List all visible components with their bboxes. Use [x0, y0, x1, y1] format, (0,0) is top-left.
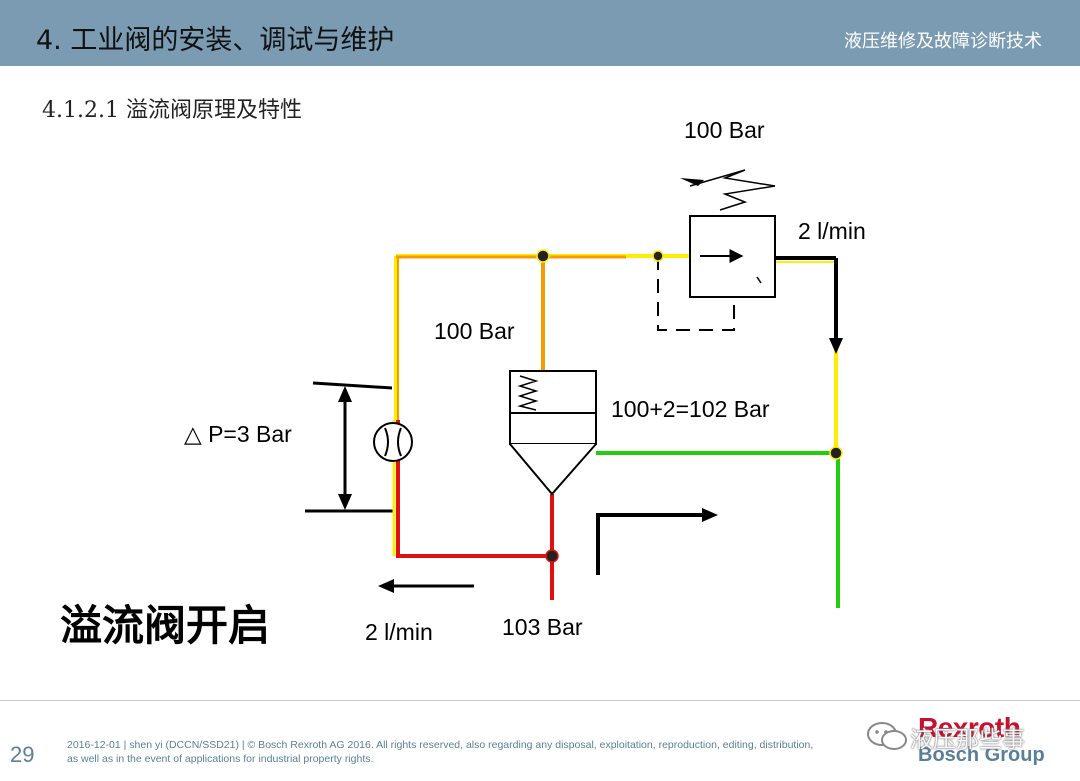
label-delta-p: △ P=3 Bar [184, 421, 292, 447]
wechat-watermark: 液压那些事 [910, 727, 1025, 753]
flow-arrow-icon [378, 579, 394, 593]
label-bottom-flow: 2 l/min [365, 619, 433, 645]
delta-p-arrow-head-down [338, 494, 352, 510]
footer-line-2: as well as in the event of applications … [67, 753, 374, 765]
brand-bosch-group-text: Bosch Group [918, 744, 1045, 766]
footer-divider [0, 700, 1080, 701]
label-top-pressure: 100 Bar [684, 117, 765, 143]
wechat-icon [867, 722, 907, 750]
flow-meter-icon [373, 422, 413, 462]
course-title: 液压维修及故障诊断技术 [844, 31, 1042, 52]
flow-arrow-icon [829, 338, 843, 354]
slide-title: 4. 工业阀的安装、调试与维护 [36, 25, 395, 56]
footer-line-1: 2016-12-01 | shen yi (DCCN/SSD21) | © Bo… [67, 739, 814, 751]
delta-p-top-bar [312, 381, 393, 390]
footer-copyright: 2016-12-01 | shen yi (DCCN/SSD21) | © Bo… [67, 738, 887, 766]
section-title: 4.1.2.1 溢流阀原理及特性 [42, 98, 302, 123]
header-bar: 4. 工业阀的安装、调试与维护 液压维修及故障诊断技术 [0, 0, 1080, 66]
relief-valve-circuit-diagram [305, 169, 843, 608]
label-valve-pressure: 100+2=102 Bar [611, 396, 770, 422]
page-number: 29 [10, 742, 35, 767]
bosch-rexroth-logo: Rexroth Bosch Group [918, 712, 1058, 772]
flow-meter-curve-right [397, 427, 402, 457]
junction-dot-icon [536, 249, 550, 263]
spring-icon [689, 169, 776, 211]
relief-valve-body [509, 370, 597, 445]
delta-p-arrow-head-up [338, 386, 352, 402]
brand-rexroth-text: Rexroth [918, 712, 1021, 743]
label-output-flow: 2 l/min [798, 218, 866, 244]
spring-icon [517, 375, 539, 411]
pilot-dashed-line [657, 256, 735, 331]
junction-dot-icon [829, 446, 843, 460]
throttle-valve-mark [756, 276, 762, 284]
relief-valve-cone [509, 443, 597, 496]
label-bottom-pressure: 103 Bar [502, 614, 583, 640]
junction-dot-icon [545, 549, 559, 563]
adjust-arrow-icon [680, 178, 704, 186]
flow-arrow-icon [702, 508, 718, 522]
return-flow-bracket [596, 513, 704, 575]
flow-meter-curve-left [384, 427, 389, 457]
diagram-caption: 溢流阀开启 [60, 601, 271, 650]
label-mid-pressure: 100 Bar [434, 318, 515, 344]
junction-dot-icon [652, 250, 664, 262]
